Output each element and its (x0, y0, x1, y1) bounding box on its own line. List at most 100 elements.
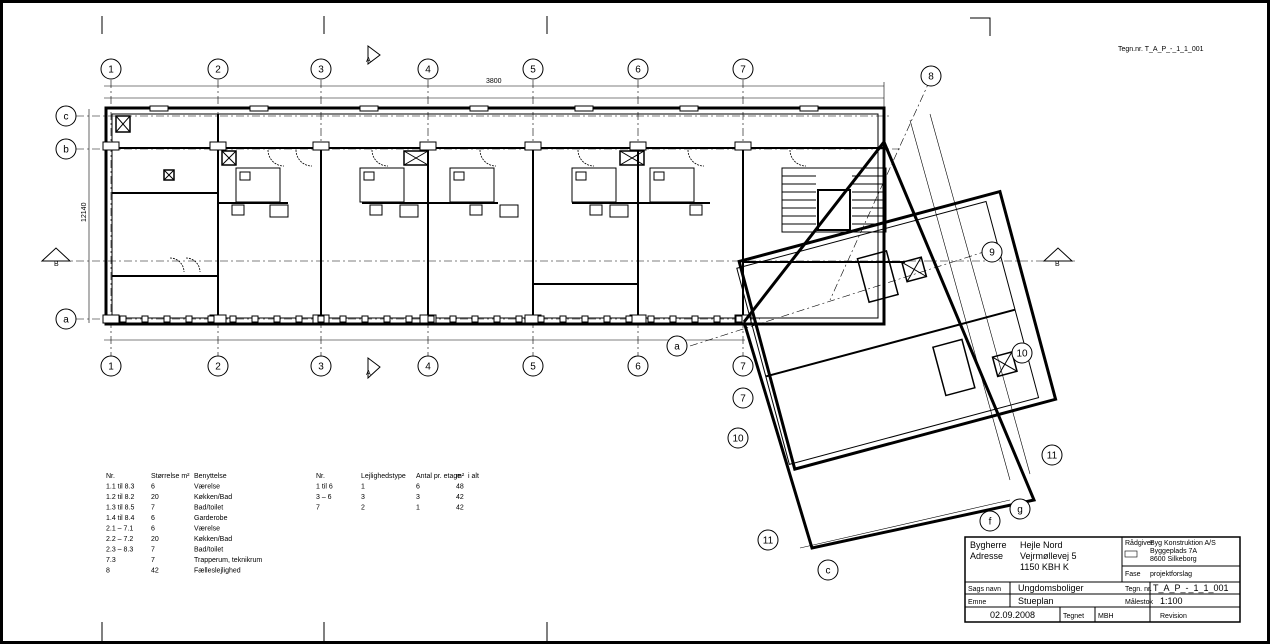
door-swing-3 (479, 149, 497, 167)
grid-bubble-rot-8: f (979, 510, 1001, 532)
grid-bubble-top-5: 5 (522, 58, 544, 80)
tb-emne-value: Stueplan (1018, 596, 1054, 606)
svg-text:c: c (826, 566, 831, 577)
room-legend-cell-1-1: 20 (151, 494, 159, 501)
window-mullion (493, 315, 501, 323)
svg-text:3: 3 (318, 362, 324, 373)
grid-bubble-top-4: 4 (417, 58, 439, 80)
window-top (149, 105, 169, 112)
window-top (679, 105, 699, 112)
grid-bubble-bottom-1: 1 (100, 355, 122, 377)
tb-fase-value: projektforslag (1150, 571, 1192, 578)
apt-legend-cell-2-2: 1 (416, 505, 420, 512)
room-legend-cell-3-2: Garderobe (194, 515, 228, 522)
section-mark-a-top: A (366, 57, 371, 64)
section-markers (40, 45, 1074, 380)
rotated-wing (736, 189, 1058, 471)
bed-pillow-0 (239, 171, 251, 181)
svg-text:8: 8 (928, 72, 934, 83)
svg-text:6: 6 (635, 65, 641, 76)
tb-firm-label: Rådgiver (1125, 539, 1154, 547)
grid-bubble-rot-2: 10 (1011, 342, 1033, 364)
svg-text:2: 2 (215, 65, 221, 76)
column-top-6 (734, 141, 752, 151)
tb-rev-label: Revision (1160, 613, 1187, 620)
window-mullion (581, 315, 589, 323)
svg-text:1: 1 (108, 362, 114, 373)
window-mullion (603, 315, 611, 323)
window-mullion (361, 315, 369, 323)
window-mullion (713, 315, 721, 323)
room-legend-cell-6-1: 7 (151, 547, 155, 554)
door-swing-0 (267, 149, 285, 167)
tb-adresse-value2: 1150 KBH K (1020, 562, 1069, 572)
window-mullion (163, 315, 171, 323)
grid-bubble-top-6: 6 (627, 58, 649, 80)
apt-legend-cell-2-3: 42 (456, 505, 464, 512)
apt-legend-cell-0-0: 1 til 6 (316, 484, 333, 491)
cabinet-3 (609, 204, 629, 218)
window-mullion (427, 315, 435, 323)
room-legend-cell-1-2: Køkken/Bad (194, 494, 232, 501)
interior-walls (112, 114, 905, 318)
bed-pillow-2 (453, 171, 465, 181)
shaft-box (115, 115, 131, 133)
room-legend-cell-4-1: 6 (151, 526, 155, 533)
section-mark-b-right: B (1055, 261, 1060, 268)
door-swings (169, 149, 807, 273)
cabinet-0 (269, 204, 289, 218)
window-mullion (449, 315, 457, 323)
room-legend-cell-2-0: 1.3 til 8.5 (106, 505, 135, 512)
room-legend-cell-3-0: 1.4 til 8.4 (106, 515, 135, 522)
svg-text:f: f (989, 517, 992, 528)
room-legend-cell-8-2: Fælleslejlighed (194, 568, 241, 575)
room-fixtures (115, 115, 703, 218)
room-legend-cell-0-1: 6 (151, 484, 155, 491)
window-top (799, 105, 819, 112)
tb-tegn-value: T_A_P_-_1_1_001 (1153, 583, 1229, 593)
room-legend-cell-6-2: Bad/toilet (194, 547, 223, 554)
column-top-4 (524, 141, 542, 151)
bed-fixture-1 (359, 167, 405, 203)
room-legend-cell-7-0: 7.3 (106, 557, 116, 564)
sink-2 (469, 204, 483, 216)
svg-text:3: 3 (318, 65, 324, 76)
tb-sags-value: Ungdomsboliger (1018, 583, 1084, 593)
tb-adresse-label: Adresse (970, 551, 1003, 561)
grid-bubble-bottom-4: 4 (417, 355, 439, 377)
window-top (359, 105, 379, 112)
window-mullion (273, 315, 281, 323)
column-top-1 (209, 141, 227, 151)
grid-bubble-rot-3: 11 (1041, 444, 1063, 466)
grid-bubble-rot-1: 9 (981, 241, 1003, 263)
sheet-ticks (101, 16, 991, 642)
window-mullion (471, 315, 479, 323)
grid-bubble-bottom-7: 7 (732, 355, 754, 377)
room-legend-header-2: Benyttelse (194, 473, 227, 480)
grid-bubble-top-7: 7 (732, 58, 754, 80)
tb-firm-line1: Byg Konstruktion A/S (1150, 540, 1216, 547)
grid-bubble-top-3: 3 (310, 58, 332, 80)
tb-adresse-value1: Vejrmøllevej 5 (1020, 551, 1077, 561)
tb-fase-label: Fase (1125, 571, 1141, 578)
svg-text:g: g (1017, 505, 1023, 516)
window-mullion (669, 315, 677, 323)
svg-text:11: 11 (1047, 451, 1058, 462)
window-mullion (405, 315, 413, 323)
grid-bubble-bottom-6: 6 (627, 355, 649, 377)
apt-legend-header-3: m² (456, 473, 465, 480)
room-legend-cell-8-1: 42 (151, 568, 159, 575)
grid-bubble-rot-6: 11 (757, 529, 779, 551)
svg-text:2: 2 (215, 362, 221, 373)
tb-tegn-label: Tegn. nr. (1125, 586, 1152, 593)
column-top-3 (419, 141, 437, 151)
tb-tegnet-value: MBH (1098, 613, 1114, 620)
window-mullion (515, 315, 523, 323)
tb-firm-line2: Byggeplads 7A (1150, 548, 1197, 555)
column-top-0 (102, 141, 120, 151)
room-legend-cell-5-1: 20 (151, 536, 159, 543)
